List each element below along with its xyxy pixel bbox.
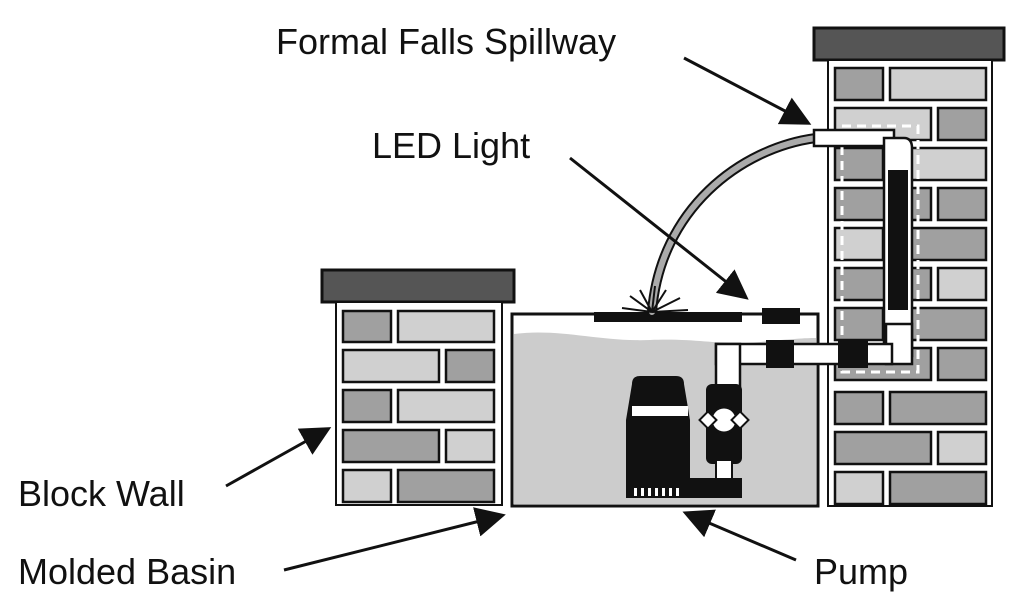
right-wall-cap bbox=[812, 26, 1006, 62]
left-wall-cap bbox=[320, 268, 516, 304]
hidden-pipe-channel bbox=[840, 124, 920, 374]
plumbing bbox=[690, 128, 914, 498]
spillway-outlet bbox=[812, 128, 896, 148]
label-formal-falls-spillway: Formal Falls Spillway bbox=[276, 21, 617, 62]
label-led-light: LED Light bbox=[372, 125, 531, 166]
callout-arrows bbox=[225, 56, 812, 572]
arrow-spillway bbox=[683, 56, 812, 125]
label-block-wall: Block Wall bbox=[18, 473, 185, 514]
water-stream bbox=[621, 133, 821, 317]
label-pump: Pump bbox=[814, 551, 909, 592]
led-light-strip bbox=[594, 312, 742, 322]
arrow-led-light bbox=[569, 156, 749, 300]
arrow-molded-basin bbox=[283, 507, 506, 572]
arrow-block-wall bbox=[225, 427, 332, 488]
arrow-pump bbox=[682, 509, 797, 562]
label-molded-basin: Molded Basin bbox=[18, 551, 237, 592]
left-block-wall bbox=[320, 268, 516, 506]
pump-unit bbox=[626, 376, 690, 498]
